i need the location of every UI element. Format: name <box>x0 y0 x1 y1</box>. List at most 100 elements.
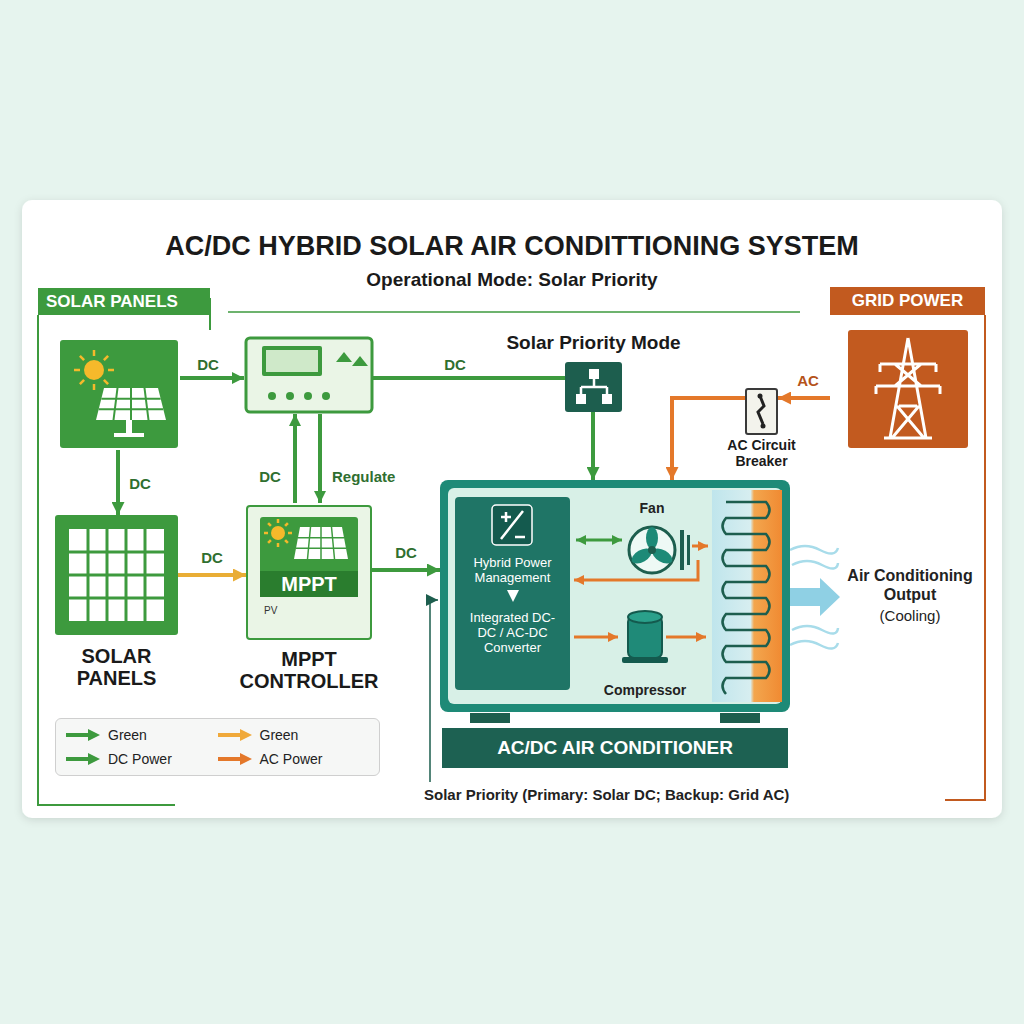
decoration <box>218 733 242 737</box>
decoration <box>126 420 132 434</box>
mode-subtitle: Operational Mode: Solar Priority <box>366 268 657 292</box>
node-label: SOLAR PANELS <box>42 645 192 689</box>
legend-swatch <box>218 753 252 765</box>
decoration <box>288 532 292 535</box>
decoration <box>790 546 838 554</box>
decoration <box>629 527 675 573</box>
decoration <box>114 388 118 420</box>
decoration <box>240 753 252 765</box>
decoration <box>93 350 96 356</box>
legend-item: AC Power <box>218 751 370 767</box>
decoration <box>298 537 344 539</box>
node-label: Solar Priority Mode <box>506 332 680 354</box>
signal-label: Regulate <box>330 468 397 485</box>
decoration <box>285 523 288 526</box>
decoration <box>758 394 763 399</box>
decoration <box>576 539 622 542</box>
decoration <box>628 611 662 623</box>
legend-swatch <box>66 729 100 741</box>
solar-panel-box: SOLAR PANELS <box>55 515 178 635</box>
decoration <box>74 369 80 372</box>
legend-box: GreenGreenDC PowerAC Power <box>55 718 380 776</box>
grid-power-group: GRID POWER <box>830 287 985 448</box>
part-name: Compressor <box>604 682 686 699</box>
signal-label: DC <box>442 356 468 373</box>
decoration <box>747 390 776 433</box>
decoration <box>260 571 358 597</box>
decoration <box>782 578 840 616</box>
legend-swatch <box>66 753 100 765</box>
decoration <box>145 388 149 420</box>
decoration <box>680 530 684 570</box>
power-connector <box>178 573 246 577</box>
node-label: MPPT <box>260 571 358 597</box>
card <box>22 200 1002 818</box>
decoration <box>88 753 100 765</box>
connector-label: DC <box>127 475 153 492</box>
decoration <box>761 424 766 429</box>
decoration <box>792 626 838 634</box>
mode-switch-box: Solar Priority Mode <box>565 362 622 412</box>
decoration <box>80 356 84 360</box>
decoration <box>332 527 335 559</box>
decoration <box>271 526 285 540</box>
decoration <box>266 350 318 372</box>
decoration <box>88 729 100 741</box>
decoration <box>318 414 322 503</box>
decoration <box>470 713 510 723</box>
decoration <box>758 396 764 424</box>
power-connector <box>778 396 830 400</box>
decoration <box>790 546 838 649</box>
decoration <box>277 519 280 523</box>
decoration <box>876 338 940 438</box>
decoration <box>574 636 618 639</box>
part-name: Fan <box>640 500 665 517</box>
decoration <box>101 398 160 400</box>
legend-item: Green <box>218 727 370 743</box>
decoration <box>492 505 532 545</box>
decoration <box>848 330 968 448</box>
decoration <box>218 757 242 761</box>
decoration <box>293 414 297 503</box>
decoration <box>574 560 698 580</box>
decoration <box>848 330 968 448</box>
decoration <box>180 376 244 380</box>
decoration <box>576 394 586 404</box>
decoration <box>104 356 108 360</box>
decoration <box>322 392 330 400</box>
node-label: AC Circuit Breaker <box>707 437 817 469</box>
decoration <box>114 433 144 437</box>
node-label: GRID POWER <box>830 287 985 315</box>
decoration <box>666 636 706 639</box>
mppt-controller-box: MPPTPVMPPT CONTROLLER <box>246 505 372 640</box>
node-label: MPPT CONTROLLER <box>234 648 384 692</box>
decoration <box>372 376 565 380</box>
decoration <box>648 546 656 554</box>
decoration <box>581 379 607 394</box>
legend-label: Green <box>108 727 147 743</box>
decoration <box>69 551 164 554</box>
decoration <box>268 392 276 400</box>
node-label: Integrated DC-DC / AC-DC Converter <box>455 602 570 655</box>
decoration <box>262 346 322 376</box>
circuit-breaker-box: AC Circuit Breaker <box>745 388 778 435</box>
power-management-panel: Hybrid Power ManagementIntegrated DC-DC … <box>455 497 570 690</box>
decoration <box>687 535 690 565</box>
output-label: Air Conditioning Output <box>845 566 975 604</box>
connector-label: DC <box>393 544 419 561</box>
decoration <box>55 515 178 635</box>
cooling-output <box>782 546 840 649</box>
decoration <box>130 388 132 420</box>
decoration <box>792 561 838 569</box>
air-conditioner-housing: AC/DC AIR CONDITIONERHybrid Power Manage… <box>440 480 790 712</box>
legend-label: AC Power <box>260 751 323 767</box>
decoration <box>692 545 708 548</box>
decoration <box>104 380 108 384</box>
decoration <box>455 497 570 547</box>
decoration <box>248 507 370 638</box>
diagram-title: AC/DC HYBRID SOLAR AIR CONDITTIONING SYS… <box>0 230 1024 262</box>
decoration <box>268 523 271 526</box>
decoration <box>93 384 96 390</box>
decoration <box>320 527 322 559</box>
